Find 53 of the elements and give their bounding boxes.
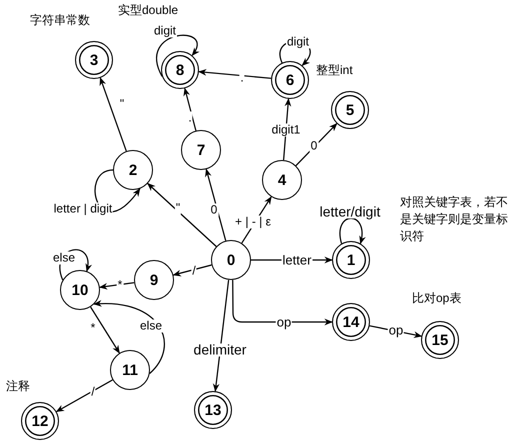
- state-circle: 0: [211, 240, 251, 280]
- edge-label: .: [239, 72, 245, 84]
- edge-label: else: [139, 320, 163, 332]
- edge-label: digit: [286, 36, 310, 48]
- double-circle: 12: [21, 402, 59, 440]
- edge-label: digit: [153, 24, 177, 38]
- arrow: [295, 123, 338, 166]
- state-circle: 11: [110, 350, 150, 390]
- note-text: 实型double: [118, 2, 180, 19]
- double-circle: 14: [332, 303, 370, 341]
- double-circle: 8: [161, 51, 199, 89]
- edge-label: .: [187, 112, 193, 124]
- arrow: [212, 280, 230, 392]
- double-circle: 6: [271, 61, 309, 99]
- edge-label: 0: [210, 204, 218, 216]
- note-text: 对照关键字表，若不是关键字则是变量标识符: [400, 194, 509, 245]
- note-text: 比对op表: [412, 290, 462, 307]
- arrow: [147, 182, 217, 247]
- state-circle: 2: [113, 150, 153, 190]
- loop-arrow: [156, 34, 199, 77]
- edge-label: + | - | ε: [234, 216, 272, 228]
- edge-label: delimiter: [192, 344, 248, 356]
- note-text: 字符串常数: [30, 12, 91, 29]
- double-circle: 1: [332, 241, 370, 279]
- edge-label: 0: [310, 140, 318, 152]
- state-circle: 10: [60, 270, 100, 310]
- loop-arrow: [340, 218, 366, 244]
- edge-label: letter/digit: [318, 206, 382, 218]
- arrow: [90, 306, 120, 354]
- edge-label: letter: [282, 254, 312, 266]
- note-text: 整型int: [316, 62, 354, 79]
- arrow: [100, 77, 127, 152]
- double-circle: 5: [331, 91, 369, 129]
- edge-label: else: [52, 252, 76, 264]
- state-circle: 7: [181, 130, 221, 170]
- edge-label: letter | digit: [52, 202, 114, 216]
- edge-label: /: [90, 386, 96, 398]
- state-circle: 9: [134, 260, 174, 300]
- double-circle: 15: [421, 321, 459, 359]
- arrow: [198, 69, 272, 79]
- note-text: 注释: [6, 378, 31, 395]
- arrow: [183, 88, 196, 131]
- edge-label: digit1: [270, 124, 302, 136]
- arrow: [98, 282, 134, 290]
- state-circle: 4: [262, 160, 302, 200]
- edge-label: /: [191, 264, 197, 278]
- edge-label: ": [174, 202, 182, 214]
- double-circle: 3: [75, 41, 113, 79]
- arrow: [205, 168, 226, 241]
- double-circle: 13: [194, 391, 232, 429]
- arrow: [172, 264, 212, 276]
- arrow: [56, 379, 113, 412]
- arrow: [232, 280, 333, 326]
